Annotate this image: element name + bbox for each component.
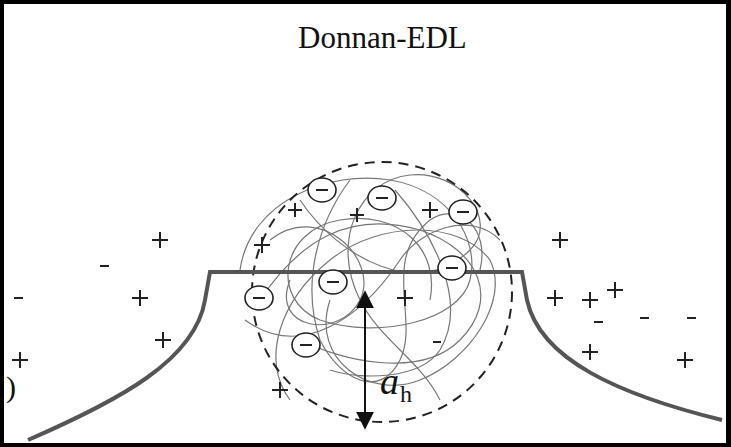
diagram-title: Donnan-EDL	[298, 22, 467, 53]
height-subscript: h	[400, 382, 412, 406]
height-symbol: a	[380, 362, 399, 400]
fixed-charges	[245, 178, 477, 357]
height-arrow	[364, 292, 366, 428]
plus-signs	[12, 202, 693, 398]
polymer-chains	[240, 175, 500, 400]
donnan-volume	[252, 162, 512, 422]
panel-bracket: )	[6, 372, 16, 402]
minus-signs	[14, 190, 696, 345]
